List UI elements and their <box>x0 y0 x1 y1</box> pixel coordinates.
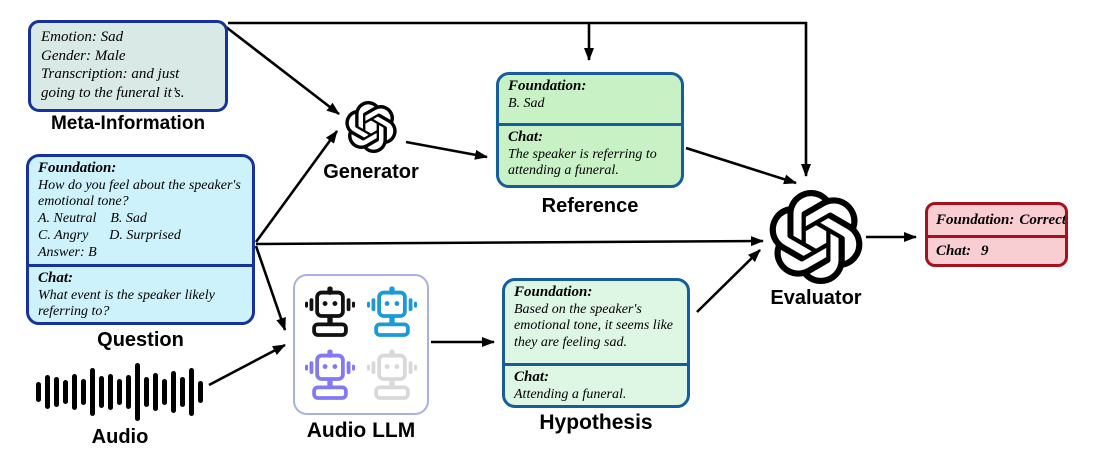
waveform-bar <box>108 374 113 410</box>
question-label: Question <box>97 329 184 351</box>
result-chat-label: Chat: <box>936 242 972 259</box>
waveform-bar <box>162 379 167 405</box>
robot-icon-blue <box>367 285 417 341</box>
arrow-question-to-generator <box>254 130 339 243</box>
meta-information-box: Emotion: Sad Gender: Male Transcription:… <box>28 20 228 112</box>
generator-label: Generator <box>323 161 419 183</box>
waveform-bar <box>81 379 86 405</box>
reference-foundation-title: Foundation: <box>508 78 587 94</box>
waveform-bar <box>54 377 59 407</box>
robot-icon-gray <box>367 348 417 404</box>
arrow-question-to-audiollm <box>254 245 287 331</box>
audio-llm-box <box>293 274 429 415</box>
arrow-meta-to-generator <box>225 25 340 116</box>
waveform-bar <box>45 375 50 409</box>
reference-chat-body: The speaker is referring to attending a … <box>508 146 661 179</box>
waveform-bar <box>72 374 77 410</box>
question-chat-body: What event is the speaker likely referri… <box>38 287 219 320</box>
hypothesis-foundation-section: Foundation: Based on the speaker's emoti… <box>505 281 687 363</box>
arrow-question-to-evaluator <box>255 236 764 247</box>
waveform-bar <box>189 368 194 416</box>
waveform-bar <box>153 373 158 411</box>
arrow-generator-to-reference <box>405 140 488 160</box>
arrow-reference-to-evaluator <box>685 146 797 185</box>
question-foundation-body: How do you feel about the speaker's emot… <box>38 177 241 260</box>
result-foundation-label: Foundation: <box>936 211 1015 228</box>
hypothesis-box: Foundation: Based on the speaker's emoti… <box>502 278 690 408</box>
waveform-bar <box>171 371 176 413</box>
question-chat-title: Chat: <box>38 270 74 286</box>
evaluator-label: Evaluator <box>770 287 862 309</box>
reference-foundation-body: B. Sad <box>508 95 545 111</box>
audio-label: Audio <box>91 426 149 448</box>
generator-openai-logo-icon <box>345 101 397 153</box>
robot-icon-purple <box>305 348 355 404</box>
waveform-bar <box>135 363 140 421</box>
result-foundation-row: Foundation: Correct <box>928 205 1065 235</box>
hypothesis-foundation-title: Foundation: <box>514 284 593 300</box>
reference-box: Foundation: B. Sad Chat: The speaker is … <box>496 72 684 188</box>
question-foundation-section: Foundation: How do you feel about the sp… <box>29 157 252 264</box>
reference-label: Reference <box>541 195 639 217</box>
result-chat-value: 9 <box>981 242 989 259</box>
hypothesis-chat-body: Attending a funeral. <box>514 386 627 402</box>
waveform-bar <box>36 382 41 402</box>
result-chat-row: Chat: 9 <box>928 235 1065 264</box>
waveform-bar <box>117 379 122 405</box>
reference-foundation-section: Foundation: B. Sad <box>499 75 681 123</box>
waveform-bar <box>90 368 95 416</box>
waveform-bar <box>126 375 131 409</box>
hypothesis-chat-section: Chat: Attending a funeral. <box>505 363 687 402</box>
hypothesis-label: Hypothesis <box>539 411 653 434</box>
evaluator-openai-logo-icon <box>769 190 863 284</box>
question-chat-section: Chat: What event is the speaker likely r… <box>29 264 252 319</box>
question-box: Foundation: How do you feel about the sp… <box>26 154 255 325</box>
result-foundation-value: Correct <box>1019 211 1067 228</box>
meta-information-label: Meta-Information <box>50 113 206 134</box>
audio-waveform-icon <box>36 356 203 428</box>
robot-icon-black <box>305 285 355 341</box>
hypothesis-chat-title: Chat: <box>514 369 550 385</box>
reference-chat-title: Chat: <box>508 129 544 145</box>
question-foundation-title: Foundation: <box>38 160 117 176</box>
waveform-bar <box>180 377 185 407</box>
waveform-bar <box>63 380 68 404</box>
result-box: Foundation: Correct Chat: 9 <box>925 202 1068 267</box>
waveform-bar <box>144 377 149 407</box>
hypothesis-foundation-body: Based on the speaker's emotional tone, i… <box>514 301 677 351</box>
audio-llm-label: Audio LLM <box>306 419 416 442</box>
waveform-bar <box>198 381 203 403</box>
reference-chat-section: Chat: The speaker is referring to attend… <box>499 123 681 182</box>
waveform-bar <box>99 376 104 408</box>
